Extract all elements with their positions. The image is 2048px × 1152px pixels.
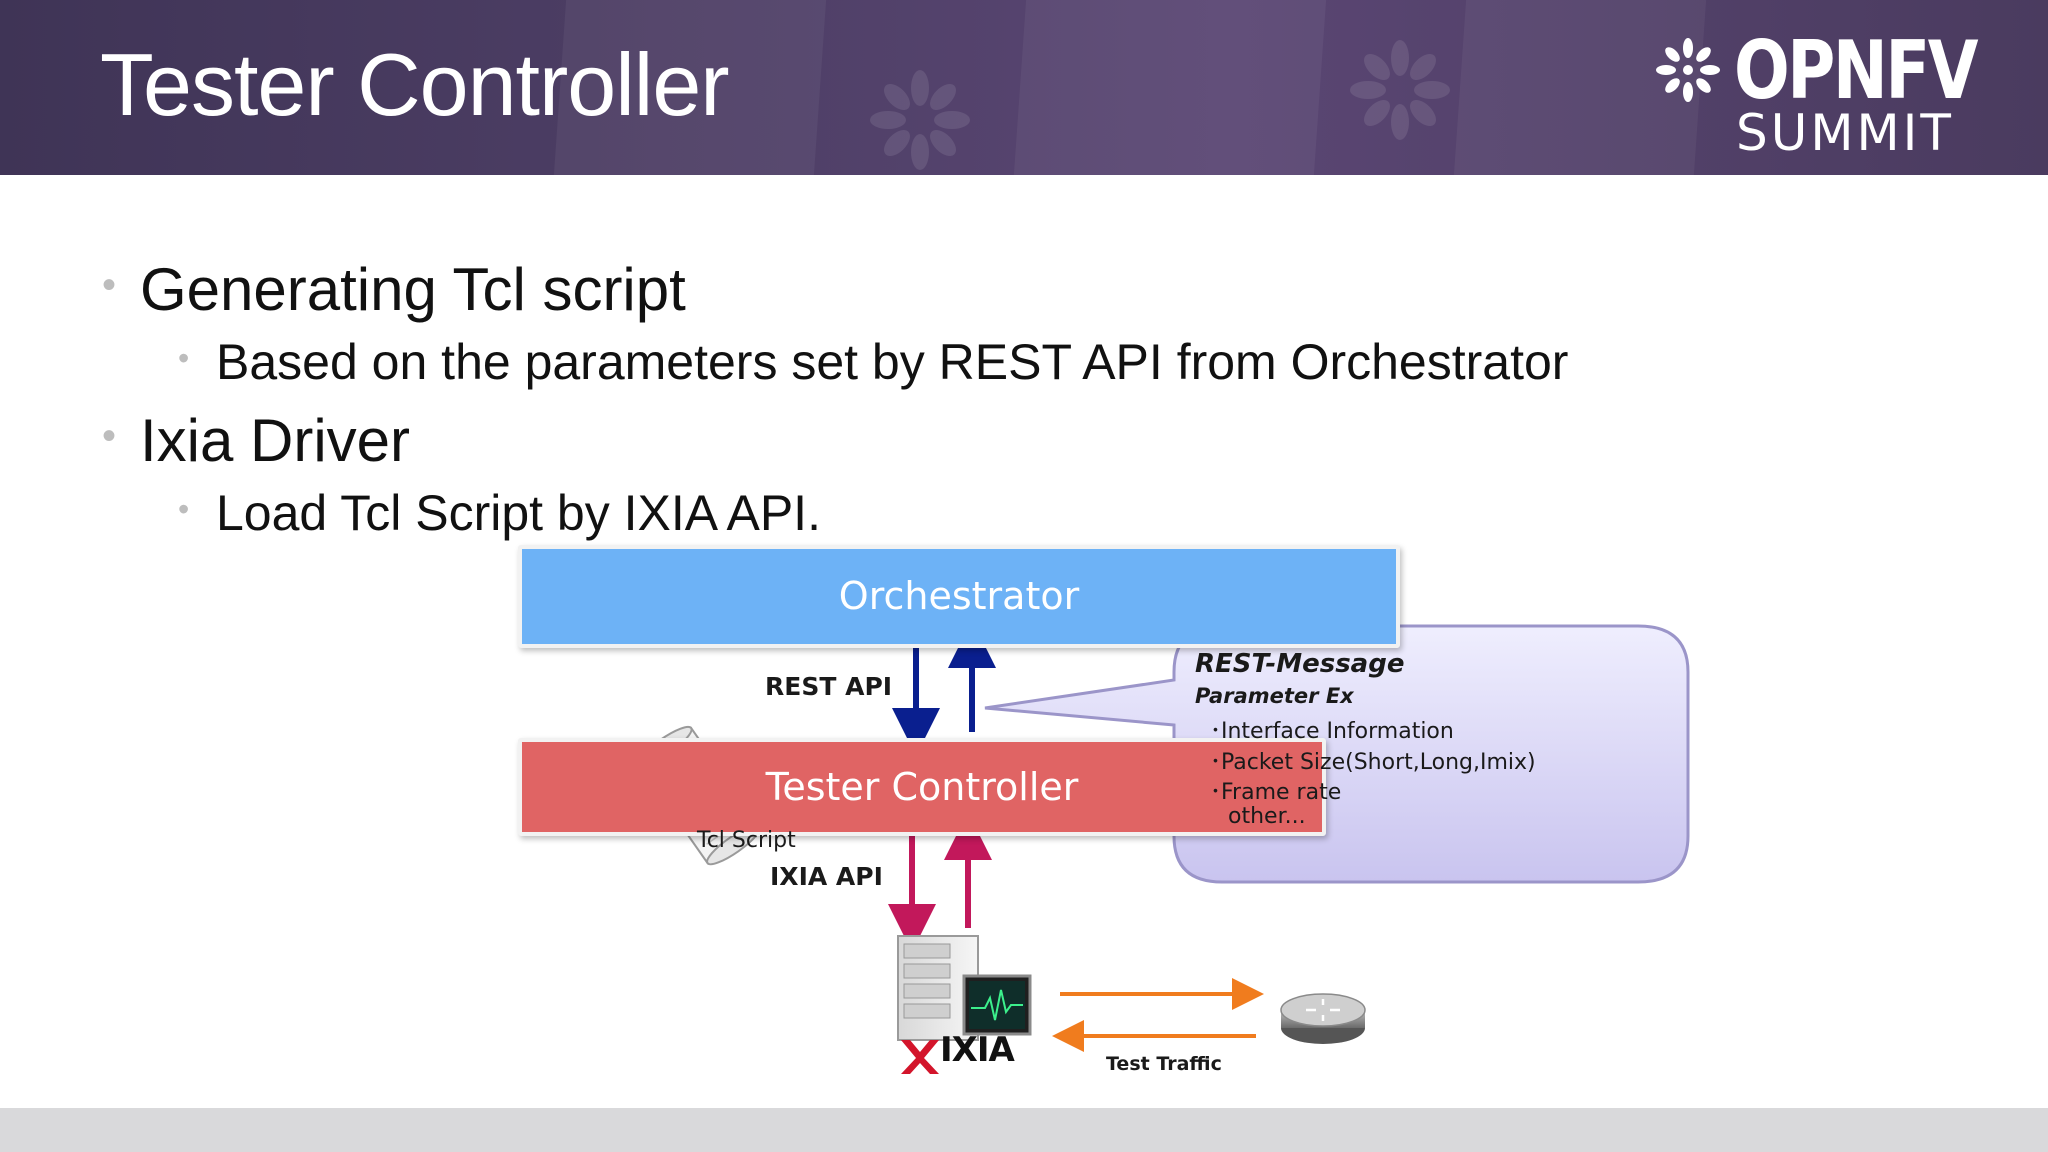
bubble-title: REST-Message <box>1195 649 1405 679</box>
bubble-more: other... <box>1228 804 1306 829</box>
bullet-dot: • <box>102 414 117 458</box>
bullet-item: Generating Tcl script <box>140 256 686 323</box>
ixia-label: IXIA <box>940 1030 1015 1070</box>
ixia-server-icon <box>897 935 1032 1041</box>
bubble-item: ･Frame rate <box>1210 780 1342 805</box>
tcl-script-label: Tcl Script <box>697 828 796 853</box>
rest-message-bubble <box>984 624 1690 884</box>
test-traffic-label: Test Traffic <box>1106 1053 1222 1075</box>
rest-api-label: REST API <box>765 672 893 701</box>
bubble-subtitle: Parameter Ex <box>1195 684 1354 708</box>
bullet-item: Ixia Driver <box>140 407 411 474</box>
orchestrator-label: Orchestrator <box>838 574 1080 618</box>
orchestrator-box: Orchestrator <box>518 545 1400 648</box>
bubble-item: ･Interface Information <box>1210 719 1454 744</box>
ixia-logo-mark <box>901 1040 939 1074</box>
logo-subtitle: SUMMIT <box>1736 104 1954 162</box>
tester-controller-label: Tester Controller <box>765 765 1079 809</box>
opnfv-flower-icon <box>1656 38 1720 102</box>
flower-watermark-icon <box>1350 40 1450 140</box>
slide-header: Tester Controller OPNFV SUMMIT <box>0 0 2048 175</box>
flower-watermark-icon <box>870 70 970 170</box>
opnfv-summit-logo: OPNFV SUMMIT <box>1652 24 1982 162</box>
slide-title: Tester Controller <box>100 35 730 134</box>
sub-bullet-item: Load Tcl Script by IXIA API. <box>216 485 821 541</box>
tester-controller-box: Tester Controller <box>518 738 1326 836</box>
logo-wordmark: OPNFV <box>1734 24 1978 117</box>
bullet-dot: • <box>178 491 190 527</box>
router-icon <box>1280 993 1366 1044</box>
bullet-dot: • <box>178 340 190 376</box>
bullet-dot: • <box>102 263 117 307</box>
bubble-item: ･Packet Size(Short,Long,Imix) <box>1210 750 1536 775</box>
ixia-api-label: IXIA API <box>770 862 883 891</box>
sub-bullet-item: Based on the parameters set by REST API … <box>216 334 1569 390</box>
slide-footer-bar <box>0 1108 2048 1152</box>
